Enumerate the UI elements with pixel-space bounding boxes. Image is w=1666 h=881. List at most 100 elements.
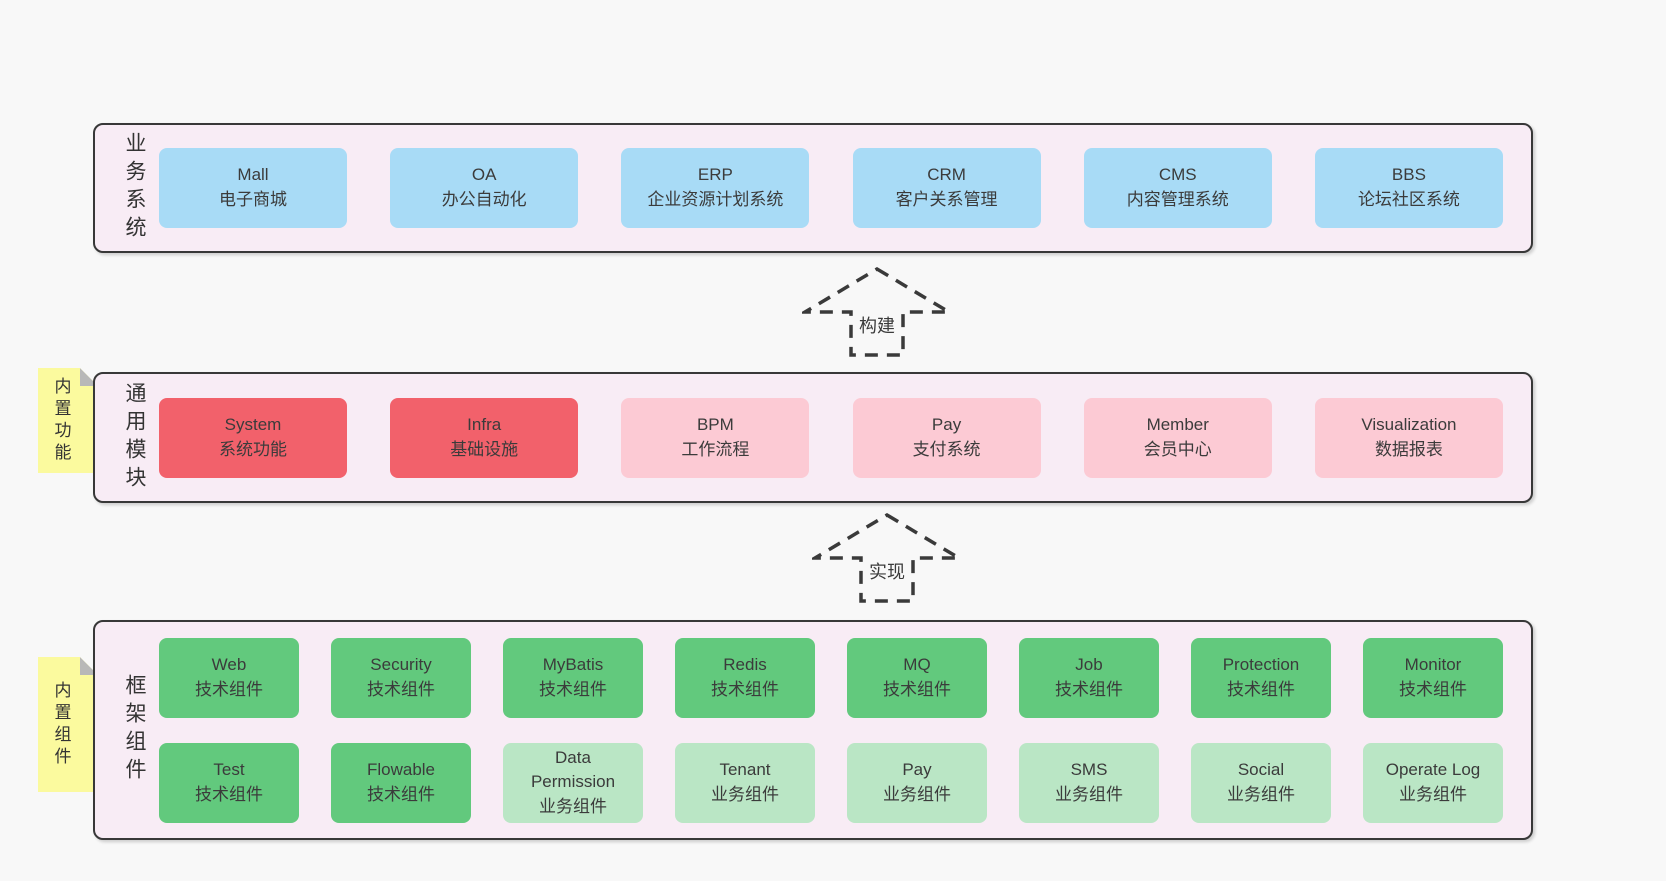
system-box-subtitle: 论坛社区系统 — [1357, 190, 1460, 209]
system-box: OA 办公自动化 — [390, 148, 579, 228]
framework-components-panel: 框架组件 Web 技术组件 Security 技术组件 MyBatis — [93, 620, 1533, 840]
component-box: Test 技术组件 — [159, 742, 299, 823]
modules-box-row: System 系统功能 Infra 基础设施 BPM 工作流程 Pay — [159, 397, 1503, 478]
module-box-subtitle: 会员中心 — [1143, 439, 1212, 459]
module-box: Member 会员中心 — [1083, 397, 1272, 478]
component-box-subtitle: 业务组件 — [883, 784, 951, 804]
component-box-name: Web — [211, 654, 247, 674]
component-box: Flowable 技术组件 — [331, 742, 471, 823]
module-box-subtitle: 数据报表 — [1374, 439, 1443, 459]
build-arrow-label: 构建 — [856, 312, 898, 338]
component-box-name: SMS — [1070, 759, 1108, 779]
build-arrow: 构建 — [802, 266, 952, 358]
component-box: Protection 技术组件 — [1191, 637, 1331, 718]
system-box-subtitle: 办公自动化 — [441, 190, 527, 209]
component-box-subtitle: 业务组件 — [1399, 784, 1467, 804]
component-box-subtitle: 业务组件 — [1055, 784, 1123, 804]
component-box: Social 业务组件 — [1191, 742, 1331, 823]
component-box-subtitle: 技术组件 — [539, 679, 607, 699]
module-box-name: Visualization — [1361, 414, 1457, 434]
common-modules-panel: 通用模块 System 系统功能 Infra 基础设施 BPM — [93, 372, 1533, 503]
sticky-note-label: 内置功能 — [51, 376, 71, 465]
panel-side-label: 业务系统 — [123, 132, 146, 244]
module-box-name: Member — [1146, 414, 1209, 434]
module-box: Pay 支付系统 — [852, 397, 1041, 478]
sticky-note-built-in-features: 内置功能 — [38, 368, 98, 473]
component-box: Pay 业务组件 — [847, 742, 987, 823]
module-box-name: Pay — [931, 414, 962, 434]
component-box-subtitle: 技术组件 — [1399, 679, 1467, 699]
system-box-name: ERP — [697, 165, 733, 185]
component-box-subtitle: 业务组件 — [1227, 784, 1295, 804]
module-box: BPM 工作流程 — [621, 397, 810, 478]
component-box-name: Job — [1075, 654, 1103, 674]
component-box-name: Redis — [723, 654, 767, 674]
module-box-name: Infra — [467, 414, 502, 434]
component-box: Redis 技术组件 — [675, 637, 815, 718]
panel-side-label: 框架组件 — [123, 674, 146, 786]
component-box: MQ 技术组件 — [847, 637, 987, 718]
system-box-name: OA — [471, 165, 497, 185]
component-box-subtitle: 业务组件 — [539, 796, 607, 816]
component-box-subtitle: 技术组件 — [711, 679, 779, 699]
module-box-subtitle: 基础设施 — [450, 439, 519, 459]
dashed-up-arrow-icon — [812, 512, 962, 603]
system-box-subtitle: 企业资源计划系统 — [647, 190, 784, 209]
component-box-name: Pay — [902, 759, 932, 779]
component-box: Operate Log 业务组件 — [1363, 742, 1503, 823]
component-box-name: Flowable — [366, 759, 436, 779]
component-box-name: Security — [370, 654, 432, 674]
component-box-subtitle: 技术组件 — [367, 679, 435, 699]
system-box-name: Mall — [237, 165, 269, 185]
component-box: Security 技术组件 — [331, 637, 471, 718]
system-box: BBS 论坛社区系统 — [1314, 148, 1503, 228]
system-box-subtitle: 电子商城 — [219, 190, 287, 209]
dashed-up-arrow-icon — [802, 266, 952, 357]
system-box: Mall 电子商城 — [159, 148, 347, 228]
module-box-subtitle: 工作流程 — [681, 439, 750, 459]
component-box-name: MQ — [903, 654, 931, 674]
module-box: Visualization 数据报表 — [1314, 397, 1503, 478]
implement-arrow: 实现 — [812, 512, 962, 604]
component-box: Web 技术组件 — [159, 637, 299, 718]
sticky-note-label: 内置组件 — [51, 680, 71, 769]
system-box-subtitle: 内容管理系统 — [1126, 190, 1229, 209]
component-box-subtitle: 技术组件 — [883, 679, 951, 699]
panel-side-label: 通用模块 — [123, 381, 146, 494]
component-box-name: Test — [213, 759, 245, 779]
component-box-subtitle: 技术组件 — [195, 784, 263, 804]
component-box-subtitle: 技术组件 — [367, 784, 435, 804]
system-box-name: CMS — [1158, 165, 1197, 185]
module-box-subtitle: 系统功能 — [219, 439, 287, 459]
component-box: SMS 业务组件 — [1019, 742, 1159, 823]
module-box-name: BPM — [696, 414, 734, 434]
component-box-name: Tenant — [719, 759, 771, 779]
component-box-name: MyBatis — [542, 654, 604, 674]
business-box-row: Mall 电子商城 OA 办公自动化 ERP 企业资源计划系统 CRM — [159, 148, 1503, 228]
module-box-name: System — [224, 414, 282, 434]
system-box-name: BBS — [1391, 165, 1426, 185]
system-box-subtitle: 客户关系管理 — [895, 190, 998, 209]
framework-box-row-2: Test 技术组件 Flowable 技术组件 Data Permission … — [159, 742, 1503, 823]
component-box-name: Social — [1237, 759, 1285, 779]
module-box: Infra 基础设施 — [390, 397, 579, 478]
component-box: Data Permission 业务组件 — [503, 742, 643, 823]
sticky-note-built-in-components: 内置组件 — [38, 657, 98, 792]
module-box-subtitle: 支付系统 — [912, 439, 981, 459]
framework-box-row-1: Web 技术组件 Security 技术组件 MyBatis 技术组件 — [159, 637, 1503, 718]
component-box-subtitle: 业务组件 — [711, 784, 779, 804]
component-box-subtitle: 技术组件 — [1227, 679, 1295, 699]
component-box: MyBatis 技术组件 — [503, 637, 643, 718]
implement-arrow-label: 实现 — [866, 558, 908, 584]
module-box: System 系统功能 — [159, 397, 347, 478]
system-box: ERP 企业资源计划系统 — [621, 148, 810, 228]
component-box-name: Data Permission — [530, 747, 616, 792]
component-box-name: Protection — [1222, 654, 1300, 674]
component-box-subtitle: 技术组件 — [195, 679, 263, 699]
component-box-name: Operate Log — [1385, 759, 1481, 779]
business-systems-panel: 业务系统 Mall 电子商城 OA 办公自动化 ERP — [93, 123, 1533, 253]
system-box: CMS 内容管理系统 — [1083, 148, 1272, 228]
system-box-name: CRM — [927, 165, 966, 185]
component-box: Tenant 业务组件 — [675, 742, 815, 823]
